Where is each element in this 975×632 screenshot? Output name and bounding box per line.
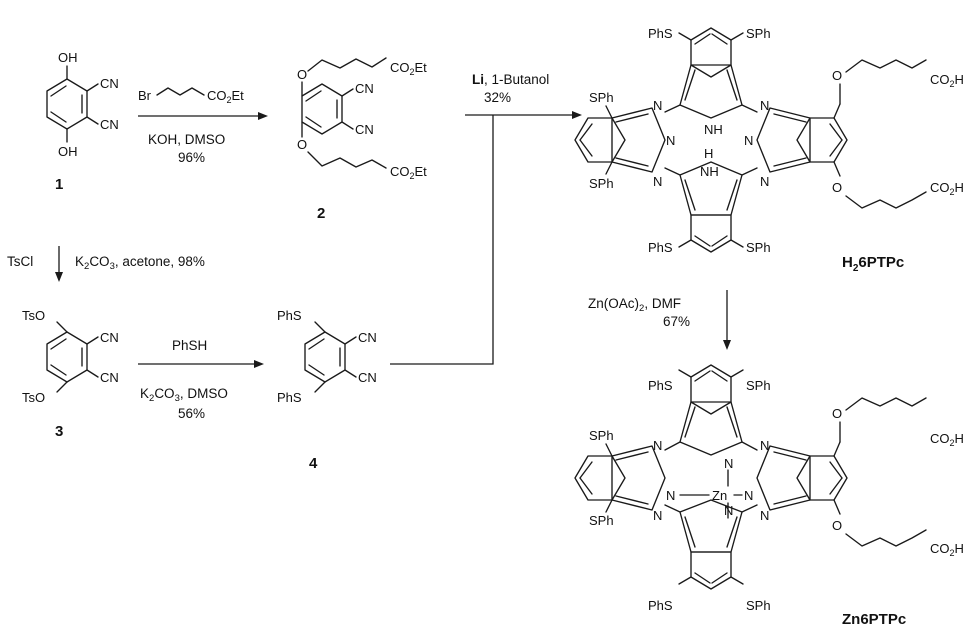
ether-oxygen-label: O xyxy=(297,67,307,82)
nitrile-label: CN xyxy=(355,81,374,96)
nitrile-label: CN xyxy=(100,117,119,132)
phenylthio-label: PhS xyxy=(648,26,673,41)
svg-text:K2CO3, acetone, 98%: K2CO3, acetone, 98% xyxy=(75,254,205,272)
bromo-label: Br xyxy=(138,88,152,103)
aza-n-label: N xyxy=(666,133,675,148)
phenylthio-label: PhS xyxy=(277,390,302,405)
zinc-label: Zn xyxy=(712,488,727,503)
compound-3-label: 3 xyxy=(55,423,63,440)
nitrile-label: CN xyxy=(100,370,119,385)
svg-text:H26PTPc: H26PTPc xyxy=(842,254,904,274)
compound-3: TsO TsO CN CN 3 xyxy=(22,308,119,440)
phenylthio-label: SPh xyxy=(589,176,614,191)
phenylthio-label: PhS xyxy=(277,308,302,323)
compound-zn6ptpc: PhS SPh N SPh SPh N N O CO2H xyxy=(574,364,964,628)
aza-n-label: N xyxy=(744,133,753,148)
yield-5: 67% xyxy=(663,314,690,329)
ether-oxygen-label: O xyxy=(832,180,842,195)
svg-text:CO2H: CO2H xyxy=(930,541,964,558)
svg-text:CO2Et: CO2Et xyxy=(207,88,244,105)
reaction-metalation: Zn(OAc)2, DMF 67% xyxy=(588,290,731,350)
meso-n-label: N xyxy=(653,438,662,453)
reaction-1-to-2: Br CO2Et KOH, DMSO 96% xyxy=(138,87,268,165)
yield-4: 32% xyxy=(484,90,511,105)
tosylate-label: TsO xyxy=(22,390,45,405)
compound-h2-6ptpc: PhS SPh NH SPh SPh N N O CO2H xyxy=(574,26,964,274)
hydroxyl-label: OH xyxy=(58,50,78,65)
phenylthio-label: SPh xyxy=(746,378,771,393)
meso-n-label: N xyxy=(653,174,662,189)
tosylate-label: TsO xyxy=(22,308,45,323)
nitrile-label: CN xyxy=(100,76,119,91)
phenylthio-label: PhS xyxy=(648,598,673,613)
pyrrole-n-label: N xyxy=(744,488,753,503)
compound-1: OH OH CN CN 1 xyxy=(46,50,119,193)
compound-1-label: 1 xyxy=(55,176,63,193)
nitrile-label: CN xyxy=(358,370,377,385)
meso-n-label: N xyxy=(760,174,769,189)
pyrrole-nh-label: NH xyxy=(700,164,719,179)
pyrrole-n-label: N xyxy=(724,456,733,471)
ether-oxygen-label: O xyxy=(832,68,842,83)
svg-text:Li, 1-Butanol: Li, 1-Butanol xyxy=(472,72,549,87)
phenylthio-label: SPh xyxy=(589,513,614,528)
phenylthio-label: PhS xyxy=(648,378,673,393)
svg-text:CO2H: CO2H xyxy=(930,180,964,197)
pyrrole-nh-label: NH xyxy=(704,122,723,137)
nitrile-label: CN xyxy=(100,330,119,345)
yield-1: 96% xyxy=(178,150,205,165)
pyrrole-h-label: H xyxy=(704,146,713,161)
yield-3: 56% xyxy=(178,406,205,421)
meso-n-label: N xyxy=(760,438,769,453)
compound-zn6ptpc-label: Zn6PTPc xyxy=(842,611,906,628)
svg-text:CO2H: CO2H xyxy=(930,72,964,89)
meso-n-label: N xyxy=(760,98,769,113)
ether-oxygen-label: O xyxy=(297,137,307,152)
nitrile-label: CN xyxy=(358,330,377,345)
ether-oxygen-label: O xyxy=(832,518,842,533)
phenylthio-label: PhS xyxy=(648,240,673,255)
ether-oxygen-label: O xyxy=(832,406,842,421)
meso-n-label: N xyxy=(760,508,769,523)
svg-text:CO2H: CO2H xyxy=(930,431,964,448)
meso-n-label: N xyxy=(653,508,662,523)
meso-n-label: N xyxy=(653,98,662,113)
nitrile-label: CN xyxy=(355,122,374,137)
reagent-phsh: PhSH xyxy=(172,338,207,353)
compound-2: CN CN O CO2Et O CO2Et 2 xyxy=(297,57,427,222)
phenylthio-label: SPh xyxy=(746,240,771,255)
svg-text:CO2Et: CO2Et xyxy=(390,60,427,77)
phenylthio-label: SPh xyxy=(589,90,614,105)
phenylthio-label: SPh xyxy=(589,428,614,443)
compound-2-label: 2 xyxy=(317,205,325,222)
svg-text:Zn(OAc)2, DMF: Zn(OAc)2, DMF xyxy=(588,296,681,314)
conditions-1: KOH, DMSO xyxy=(148,132,225,147)
reaction-1-to-3: TsCl K2CO3, acetone, 98% xyxy=(7,246,205,282)
pyrrole-n-label: N xyxy=(724,503,733,518)
svg-text:K2CO3, DMSO: K2CO3, DMSO xyxy=(140,386,228,404)
phenylthio-label: SPh xyxy=(746,598,771,613)
reagent-tscl: TsCl xyxy=(7,254,33,269)
svg-text:CO2Et: CO2Et xyxy=(390,164,427,181)
compound-4: PhS PhS CN CN 4 xyxy=(277,308,377,472)
reaction-to-phthalocyanine: Li, 1-Butanol 32% xyxy=(390,72,582,365)
phenylthio-label: SPh xyxy=(746,26,771,41)
reaction-3-to-4: PhSH K2CO3, DMSO 56% xyxy=(138,338,264,421)
pyrrole-n-label: N xyxy=(666,488,675,503)
compound-4-label: 4 xyxy=(309,455,318,472)
hydroxyl-label: OH xyxy=(58,144,78,159)
